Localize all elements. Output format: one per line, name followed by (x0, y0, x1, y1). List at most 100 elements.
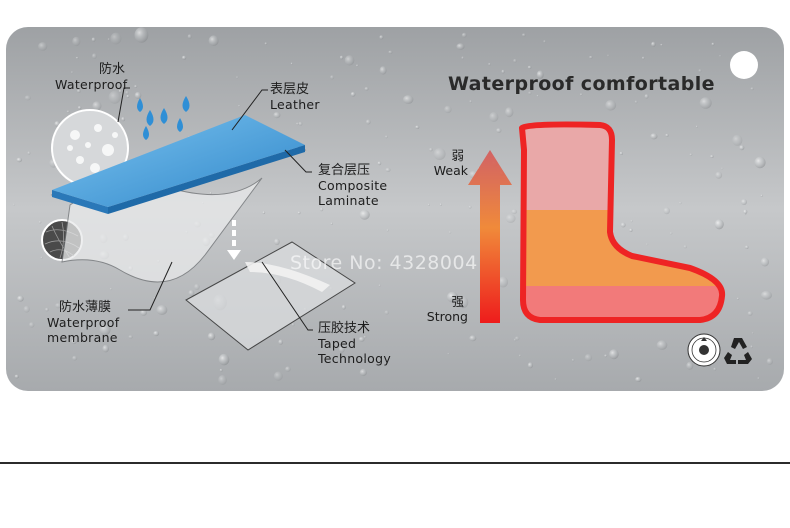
water-droplet (365, 119, 371, 125)
label-membrane-en1: Waterproof (47, 315, 120, 330)
water-droplet (433, 148, 446, 160)
label-membrane-zh: 防水薄膜 (59, 300, 112, 315)
label-composite-en1: Composite (318, 178, 388, 193)
scale-strong-en: Strong (426, 309, 468, 324)
water-droplet (604, 354, 608, 358)
label-leather-zh: 表层皮 (270, 82, 310, 97)
water-droplet (38, 42, 48, 51)
scale-weak-zh: 弱 (451, 148, 464, 163)
water-droplet (513, 338, 517, 342)
water-droplet (710, 155, 714, 158)
water-droplet (714, 219, 724, 230)
water-droplet (291, 322, 295, 327)
water-droplet (379, 66, 387, 75)
water-droplet (715, 171, 723, 179)
water-droplet (262, 211, 266, 215)
water-droplet (766, 358, 773, 365)
water-droplet (209, 191, 212, 195)
water-droplet (461, 56, 465, 60)
water-droplet (385, 167, 391, 172)
water-droplet (571, 358, 575, 362)
label-taped-en2: Technology (318, 351, 392, 366)
water-droplet (498, 276, 509, 288)
water-droplet (300, 84, 304, 88)
water-droplet (665, 133, 669, 137)
water-droplet (536, 70, 544, 79)
water-droplet (403, 95, 414, 104)
water-droplet (107, 38, 110, 41)
water-droplet (194, 283, 200, 290)
water-droplet (513, 58, 517, 63)
water-droplet (458, 296, 469, 309)
water-droplet (750, 87, 754, 91)
water-droplet (427, 203, 430, 206)
scale-strong-zh: 强 (451, 294, 464, 309)
water-droplet (278, 339, 284, 345)
water-droplet (218, 375, 227, 385)
water-droplet (134, 85, 138, 88)
water-droplet (635, 376, 642, 382)
water-droplet (505, 107, 514, 118)
water-droplet (745, 245, 749, 249)
water-droplet (219, 368, 223, 372)
water-droplet (669, 232, 673, 235)
label-leather: 表层皮 Leather (270, 82, 320, 112)
scale-strong: 强 Strong (418, 294, 468, 324)
water-droplet (38, 221, 42, 224)
water-droplet (218, 353, 230, 366)
water-droplet (27, 151, 31, 155)
water-droplet (584, 354, 593, 362)
water-droplet (528, 91, 532, 95)
water-droplet (297, 211, 301, 215)
water-droplet (699, 97, 712, 109)
label-waterproof-zh: 防水 (99, 62, 126, 77)
water-droplet (29, 322, 35, 328)
water-droplet (377, 161, 382, 166)
water-droplet (750, 345, 753, 349)
water-droplet (505, 214, 516, 223)
water-droplet (496, 128, 502, 133)
tape-strip (245, 262, 330, 292)
water-droplet (589, 55, 593, 59)
water-droplet (99, 324, 111, 336)
water-droplet (646, 243, 649, 246)
label-composite-en2: Laminate (318, 193, 379, 208)
water-droplet (364, 87, 369, 91)
water-droplet (40, 256, 43, 259)
water-droplet (619, 151, 623, 155)
water-droplet (386, 229, 389, 232)
water-droplet (469, 335, 477, 342)
water-droplet (109, 287, 113, 291)
water-droplet (468, 205, 472, 209)
water-droplet (66, 110, 70, 113)
water-droplet (447, 352, 450, 355)
water-droplet (356, 186, 359, 190)
water-droplet (757, 377, 760, 380)
water-droplet (108, 90, 121, 104)
water-droplet (518, 354, 522, 358)
water-droplet (609, 349, 619, 360)
water-droplet (14, 374, 19, 379)
water-droplet (55, 303, 62, 309)
label-membrane: 防水薄膜 Waterproof membrane (47, 300, 119, 345)
water-droplet (71, 71, 74, 74)
water-droplet (698, 69, 702, 73)
scale-weak: 弱 Weak (420, 148, 468, 178)
water-droplet (527, 362, 534, 369)
water-droplet (121, 116, 126, 122)
water-droplet (128, 335, 133, 339)
water-droplet (273, 112, 281, 119)
water-droplet (264, 42, 268, 45)
water-droplet (554, 378, 557, 381)
water-droplet (439, 203, 443, 206)
water-droplet (461, 32, 467, 38)
water-droplet (446, 291, 459, 303)
label-composite: 复合层压 Composite Laminate (318, 163, 387, 208)
water-droplet (686, 361, 694, 370)
water-droplet (92, 53, 97, 59)
leader-lines (117, 87, 313, 331)
water-droplet (153, 330, 160, 337)
water-droplet (656, 340, 668, 350)
water-droplet (522, 33, 526, 37)
